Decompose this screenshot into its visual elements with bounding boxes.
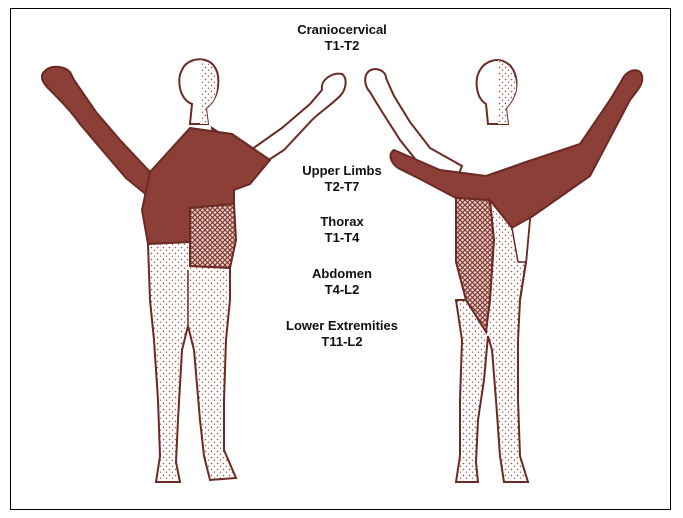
region-name: Thorax <box>262 214 422 230</box>
region-name: Craniocervical <box>262 22 422 38</box>
region-range: T4-L2 <box>262 282 422 298</box>
legend-lower-extremities: Lower Extremities T11-L2 <box>262 318 422 350</box>
region-name: Upper Limbs <box>262 163 422 179</box>
region-range: T1-T4 <box>262 230 422 246</box>
left-lower-body <box>148 242 236 482</box>
region-name: Lower Extremities <box>262 318 422 334</box>
region-name: Abdomen <box>262 266 422 282</box>
left-arm-solid <box>42 67 150 196</box>
legend-thorax: Thorax T1-T4 <box>262 214 422 246</box>
left-torso-crosshatch <box>190 204 236 268</box>
legend-upper-limbs: Upper Limbs T2-T7 <box>262 163 422 195</box>
region-range: T2-T7 <box>262 179 422 195</box>
legend-abdomen: Abdomen T4-L2 <box>262 266 422 298</box>
region-range: T1-T2 <box>262 38 422 54</box>
region-range: T11-L2 <box>262 334 422 350</box>
legend-craniocervical: Craniocervical T1-T2 <box>262 22 422 54</box>
